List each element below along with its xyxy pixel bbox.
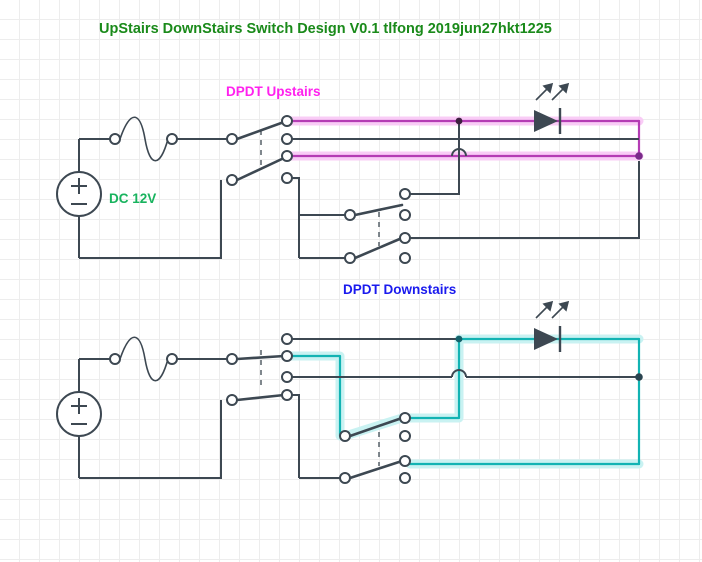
lower-junction-led-top <box>455 335 463 343</box>
lower-led <box>534 300 570 352</box>
upper-switch-upstairs[interactable] <box>226 115 293 186</box>
upper-wire-battery-return <box>79 180 222 259</box>
upper-resistor <box>109 116 178 162</box>
upper-wire-throw3-right <box>410 161 640 239</box>
label-dpdt-downstairs: DPDT Downstairs <box>343 282 456 297</box>
lower-battery <box>56 359 102 478</box>
lower-switch-upstairs[interactable] <box>226 333 293 406</box>
upper-wire-throw4-down <box>292 177 300 258</box>
upper-junction-right-rail <box>635 152 643 160</box>
lower-wire-hop <box>451 369 467 378</box>
label-dpdt-upstairs: DPDT Upstairs <box>226 84 321 99</box>
lower-junction-right-rail <box>635 373 643 381</box>
upper-junction-led-top <box>455 117 463 125</box>
lower-resistor <box>109 336 178 382</box>
upper-wire-throw1-up <box>410 131 460 195</box>
lower-wire-throw4-down <box>292 394 300 478</box>
upper-circuit: DC 12V <box>56 82 644 264</box>
page-title: UpStairs DownStairs Switch Design V0.1 t… <box>99 21 552 37</box>
lower-circuit: DPDT Downstairs <box>56 282 644 484</box>
lower-switch-downstairs[interactable] <box>339 412 411 484</box>
upper-switch-downstairs[interactable] <box>344 188 411 264</box>
upper-supply-label: DC 12V <box>109 191 156 206</box>
upper-battery <box>56 139 102 258</box>
upper-led <box>534 82 570 134</box>
lower-wire-battery-return <box>79 400 222 479</box>
